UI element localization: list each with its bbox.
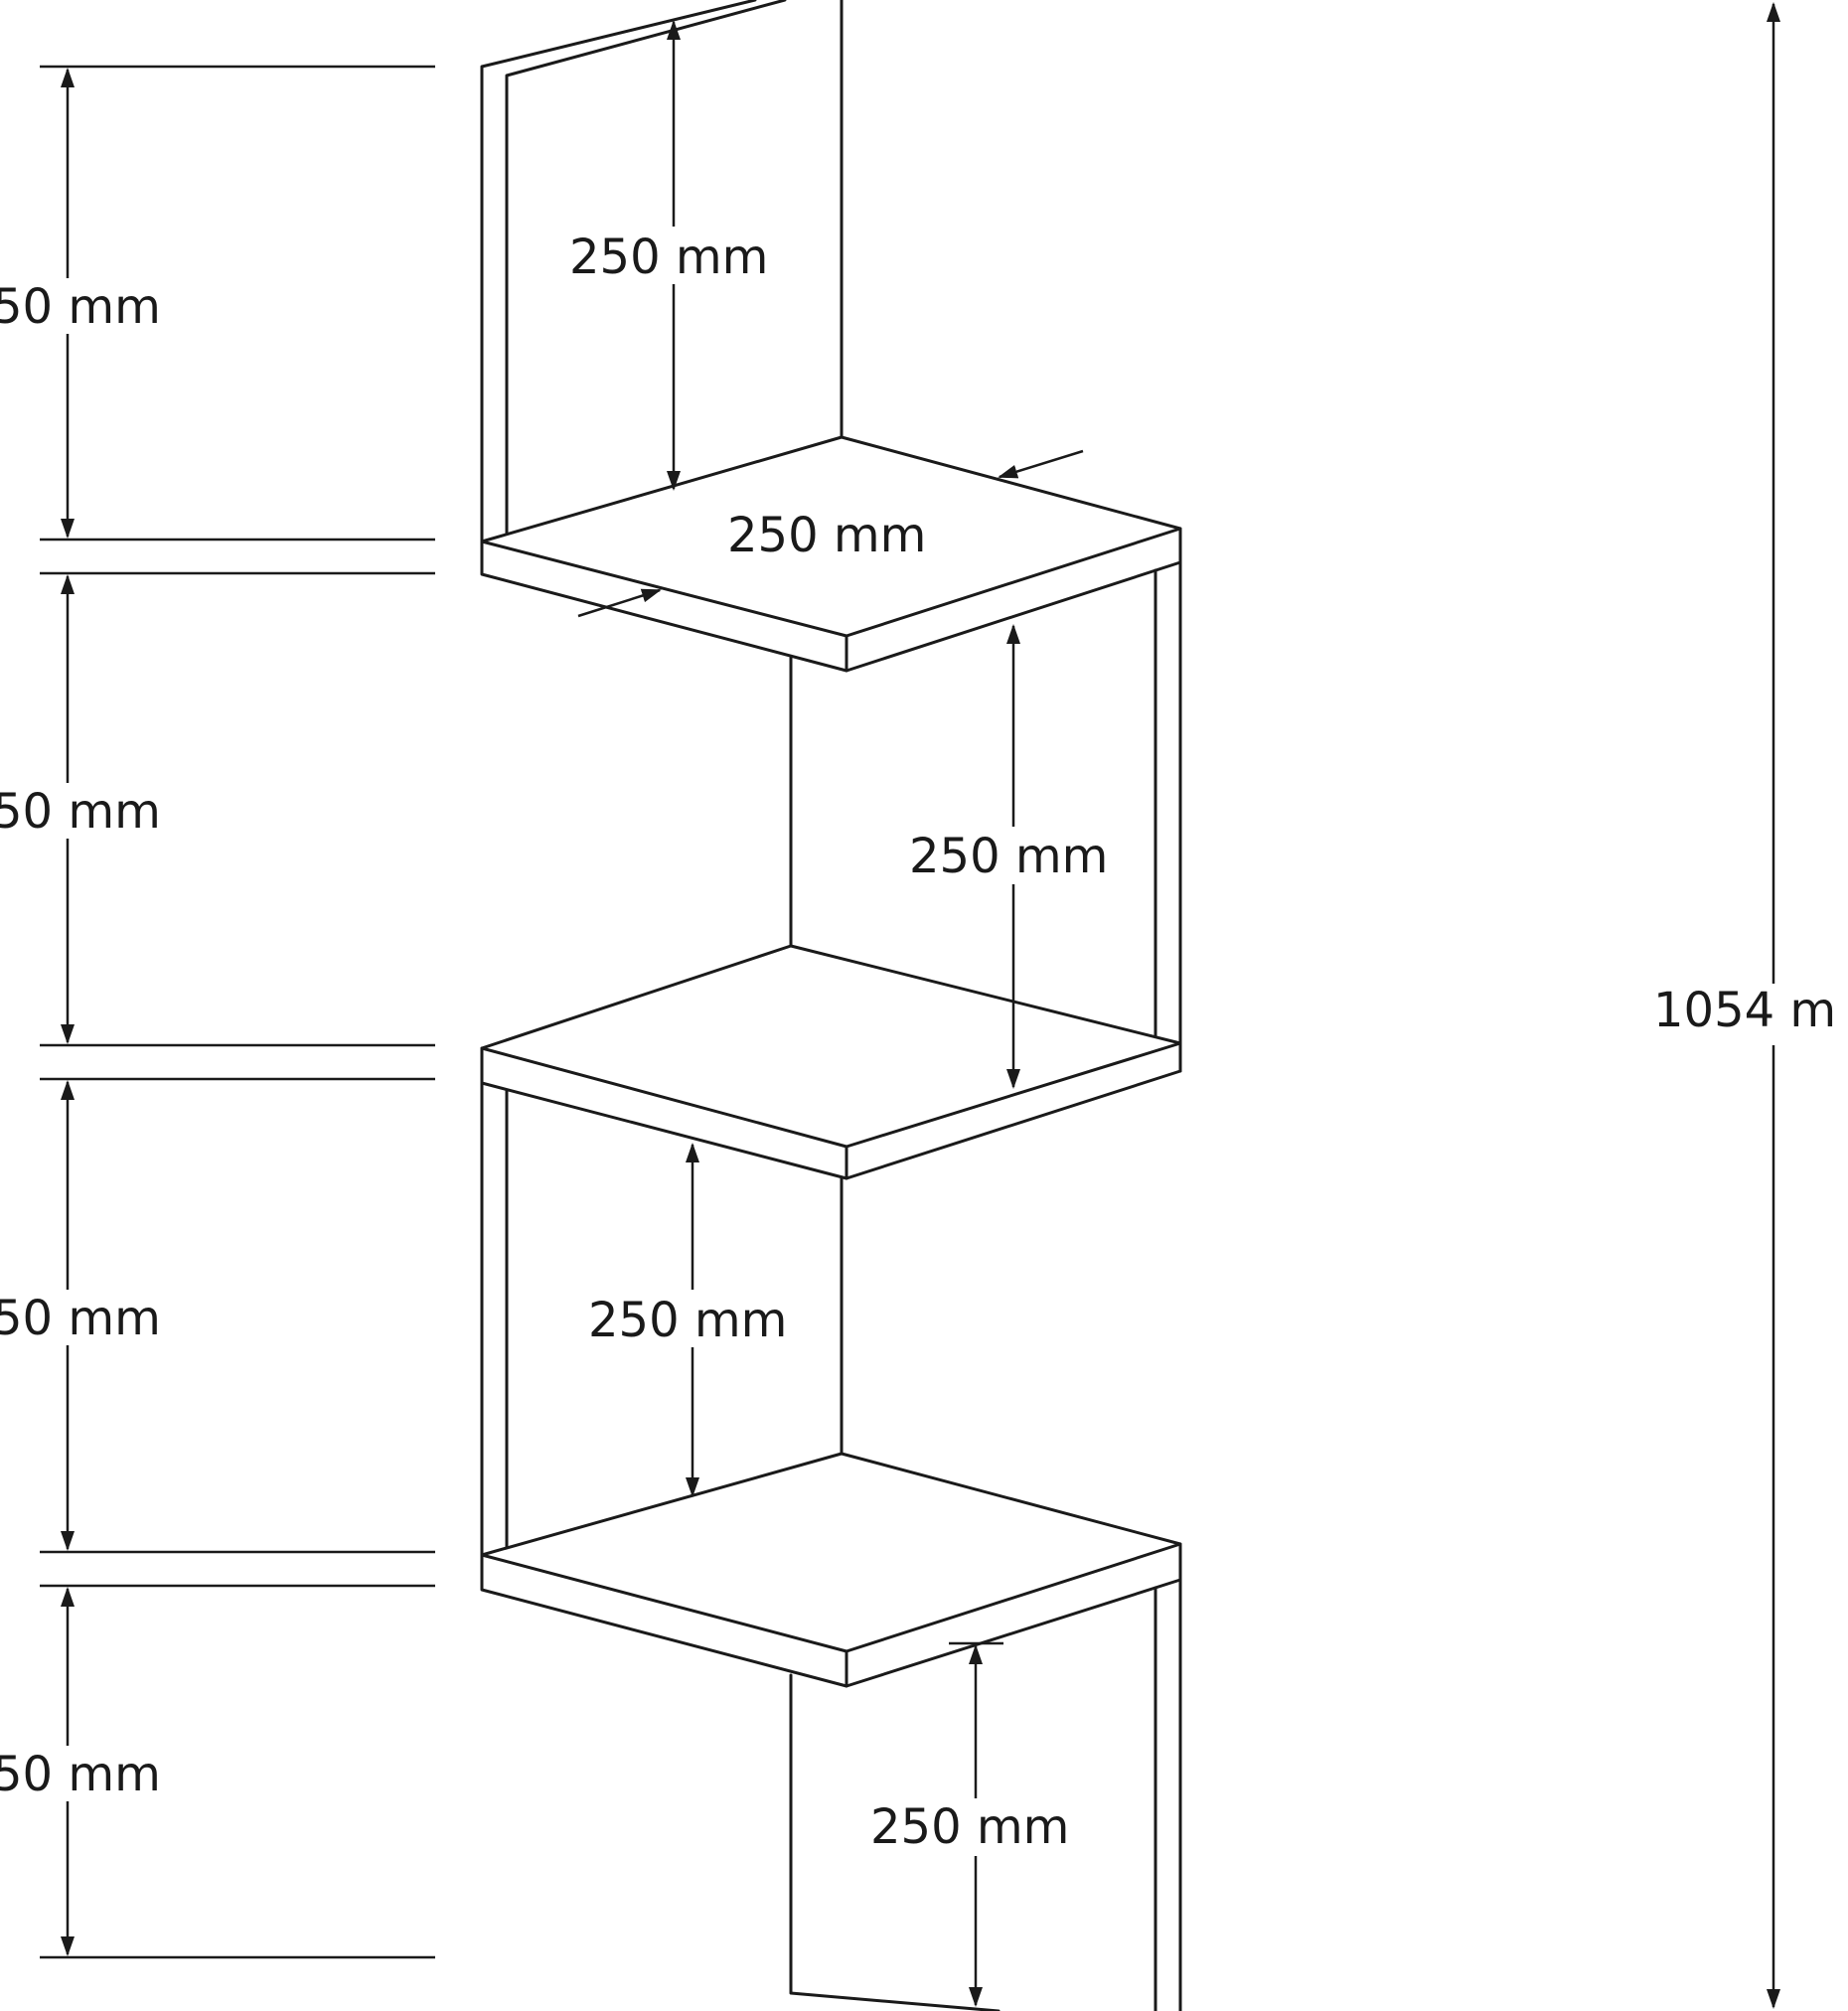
tier4-back-edge — [789, 1673, 1001, 2011]
tier2-side-panel — [1154, 560, 1182, 1073]
dim-tier2-height: 250 mm — [909, 829, 1108, 884]
tier3-side-panel — [480, 1081, 509, 1562]
inner-dimensions: 250 mm 250 mm 250 mm 250 mm 250 mm — [566, 19, 1118, 2007]
shelf-2 — [480, 944, 1182, 1180]
left-dimension-labels: 50 mm 50 mm 50 mm 50 mm — [0, 278, 174, 1802]
dim-total-height: 1054 m — [1653, 983, 1836, 1038]
shelf-3 — [480, 1452, 1182, 1688]
left-dim-label-2: 50 mm — [0, 784, 161, 840]
dim-top-shelf-depth: 250 mm — [727, 508, 926, 563]
top-side-panel — [480, 0, 787, 546]
left-dimension-lines — [40, 65, 435, 1959]
dim-tier3-height: 250 mm — [588, 1293, 787, 1348]
total-height-dimension: 1054 m — [1649, 2, 1848, 2009]
left-dim-label-4: 50 mm — [0, 1747, 161, 1802]
dim-tier4-height: 250 mm — [870, 1799, 1069, 1855]
dim-top-back-height: 250 mm — [569, 230, 768, 285]
left-dim-label-1: 50 mm — [0, 279, 161, 335]
left-dim-label-3: 50 mm — [0, 1291, 161, 1346]
tier4-side-panel — [1154, 1578, 1182, 2011]
shelf-unit — [480, 0, 1182, 2011]
